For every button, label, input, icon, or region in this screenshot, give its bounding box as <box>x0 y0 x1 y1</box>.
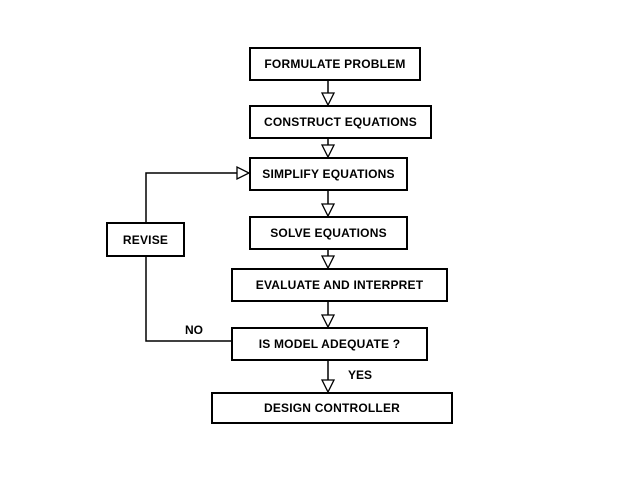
arrowhead-down <box>320 255 336 270</box>
step-label: CONSTRUCT EQUATIONS <box>264 115 417 129</box>
step-label: FORMULATE PROBLEM <box>264 57 406 71</box>
arrowhead-down <box>320 314 336 329</box>
step-simplify-equations: SIMPLIFY EQUATIONS <box>249 157 408 191</box>
arrowhead-down <box>320 379 336 394</box>
step-label: IS MODEL ADEQUATE ? <box>258 337 401 351</box>
decision-model-adequate: IS MODEL ADEQUATE ? <box>231 327 428 361</box>
step-formulate-problem: FORMULATE PROBLEM <box>249 47 421 81</box>
step-solve-equations: SOLVE EQUATIONS <box>249 216 408 250</box>
arrowhead-right <box>236 165 251 181</box>
step-label: DESIGN CONTROLLER <box>263 401 401 415</box>
step-label: SIMPLIFY EQUATIONS <box>262 167 395 181</box>
step-revise: REVISE <box>106 222 185 257</box>
arrowhead-down <box>320 92 336 107</box>
arrowhead-down <box>320 203 336 218</box>
branch-label-no: NO <box>185 323 203 337</box>
step-label: REVISE <box>122 232 169 247</box>
branch-label-yes: YES <box>348 368 373 382</box>
step-evaluate-interpret: EVALUATE AND INTERPRET <box>231 268 448 302</box>
arrowhead-down <box>320 144 336 159</box>
step-design-controller: DESIGN CONTROLLER <box>211 392 453 424</box>
step-construct-equations: CONSTRUCT EQUATIONS <box>249 105 432 139</box>
step-label: EVALUATE AND INTERPRET <box>255 278 424 292</box>
feedback-loop-line <box>145 172 237 342</box>
step-label: SOLVE EQUATIONS <box>270 226 387 240</box>
